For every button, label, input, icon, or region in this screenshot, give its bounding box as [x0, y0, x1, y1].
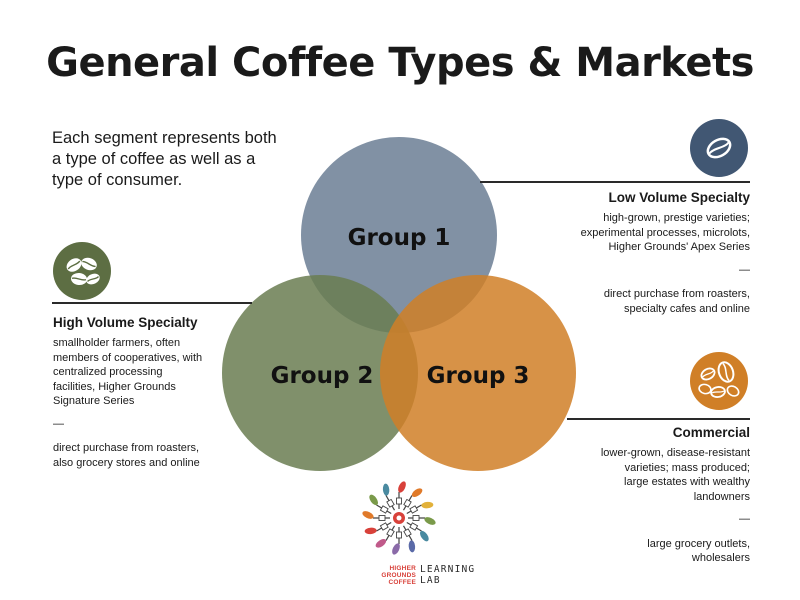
high-volume-separator: —: [53, 417, 64, 430]
logo-spoke: [402, 525, 416, 553]
logo-spoke: [406, 521, 429, 542]
high-volume-leader-line: [52, 302, 252, 304]
high-volume-specialty-block: High Volume Specialty smallholder farmer…: [53, 314, 203, 470]
group-1-label: Group 1: [348, 225, 451, 251]
low-volume-specialty-block: Low Volume Specialty high-grown, prestig…: [570, 189, 750, 316]
logo-spoke: [392, 527, 402, 555]
group-2-circle: [222, 275, 418, 471]
logo-spoke: [369, 494, 392, 515]
commercial-market-text: large grocery outlets, wholesalers: [647, 537, 750, 565]
commercial-leader-line: [567, 418, 750, 420]
low-volume-separator: —: [739, 263, 750, 276]
coffee-beans-icon: [53, 242, 111, 300]
logo-brand-text: HIGHER GROUNDS COFFEE: [381, 565, 416, 586]
group-2-label: Group 2: [271, 363, 374, 389]
logo-spoke: [364, 521, 392, 535]
page-title: General Coffee Types & Markets: [46, 40, 754, 86]
logo-spoke: [362, 511, 390, 521]
higher-grounds-logo: [362, 481, 436, 555]
high-volume-market-text: direct purchase from roasters, also groc…: [53, 442, 200, 469]
group-3-label: Group 3: [427, 363, 530, 389]
commercial-heading: Commercial: [672, 425, 750, 440]
logo-spoke: [402, 488, 423, 511]
commercial-block: Commercial lower-grown, disease-resistan…: [600, 424, 750, 566]
intro-text: Each segment represents both a type of c…: [52, 129, 277, 189]
low-volume-market-text: direct purchase from roasters, specialty…: [603, 288, 750, 315]
logo-spoke: [408, 515, 436, 525]
low-volume-leader-line: [480, 181, 750, 183]
logo-spoke: [406, 501, 434, 515]
coffee-bean-icon: [690, 119, 748, 177]
logo-spoke: [396, 481, 406, 509]
low-volume-heading: Low Volume Specialty: [608, 190, 750, 205]
group-3-circle: [380, 275, 576, 471]
commercial-type-text: lower-grown, disease-resistant varieties…: [600, 447, 750, 503]
commercial-separator: —: [739, 513, 750, 525]
logo-spoke: [375, 525, 396, 548]
logo-learning-lab-text: LEARNING LAB: [420, 564, 476, 586]
high-volume-heading: High Volume Specialty: [53, 315, 198, 330]
high-volume-type-text: smallholder farmers, often members of co…: [53, 337, 203, 407]
logo-spoke: [382, 483, 396, 511]
low-volume-type-text: high-grown, prestige varieties; experime…: [580, 212, 750, 253]
many-coffee-beans-icon: [690, 352, 748, 410]
